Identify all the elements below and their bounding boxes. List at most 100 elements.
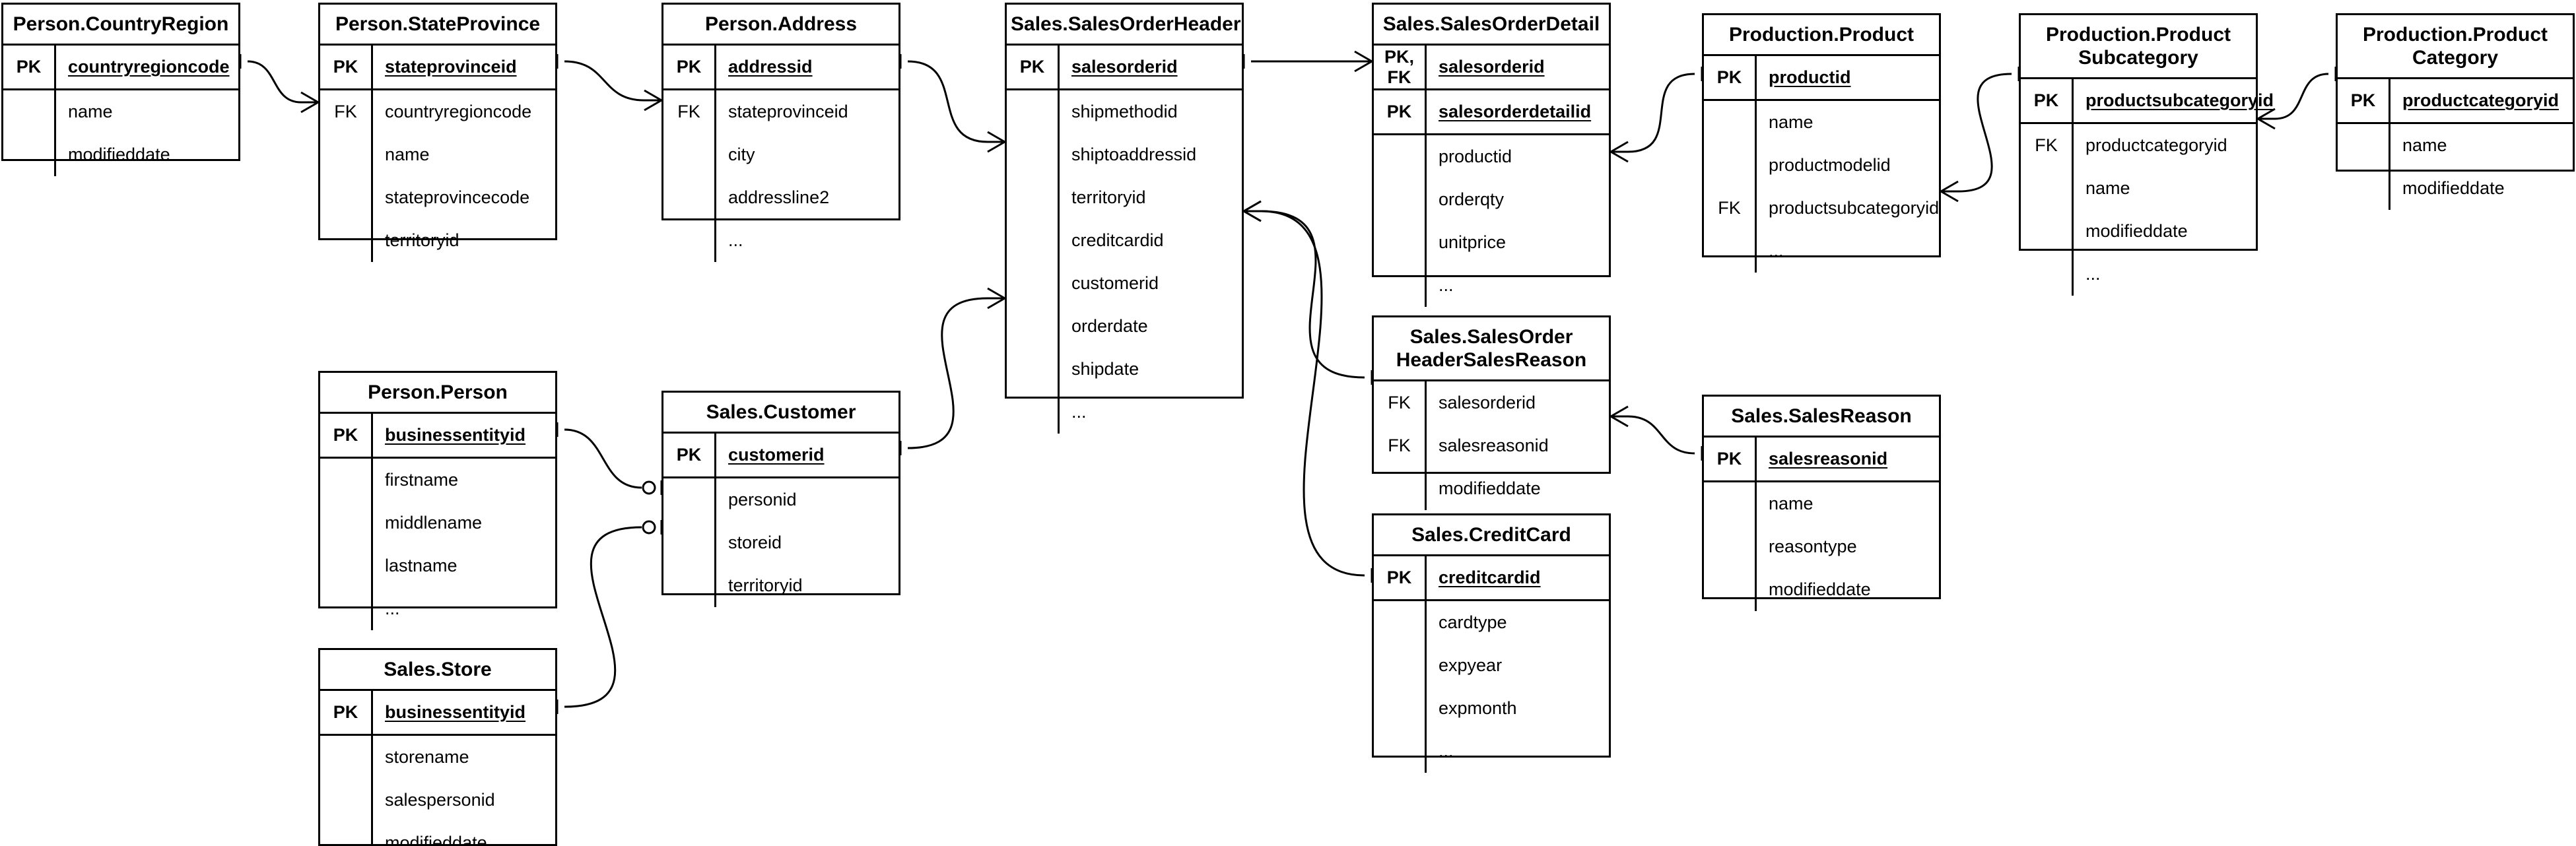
relationship-store-customer[interactable] (556, 520, 663, 714)
relationship-product-productsubcategory[interactable] (1940, 67, 2020, 203)
attribute-row[interactable]: name (1704, 101, 1939, 145)
attribute-row[interactable]: modifieddate (320, 822, 555, 846)
attribute-row[interactable]: addressline2 (663, 176, 898, 220)
attribute-row[interactable]: expyear (1374, 644, 1609, 688)
attribute-row[interactable]: reasontype (1704, 525, 1939, 569)
attribute-row[interactable]: stateprovincecode (320, 176, 555, 220)
attribute-row[interactable]: orderqty (1374, 178, 1609, 222)
attribute-row[interactable]: expmonth (1374, 687, 1609, 731)
attribute-row[interactable]: personid (663, 478, 898, 522)
attribute-row[interactable]: salespersonid (320, 779, 555, 822)
attribute-row[interactable]: name (320, 133, 555, 177)
attribute-name: businessentityid (385, 702, 526, 723)
attribute-row[interactable]: lastname (320, 544, 555, 588)
attribute-row[interactable]: name (3, 90, 238, 134)
attribute-row[interactable]: name (1704, 482, 1939, 526)
attribute-row[interactable]: territoryid (320, 219, 555, 263)
attribute-row[interactable]: unitprice (1374, 221, 1609, 265)
attribute-row[interactable]: productid (1374, 135, 1609, 179)
attribute-row[interactable]: territoryid (1007, 176, 1242, 220)
attribute-row[interactable]: productmodelid (1704, 144, 1939, 187)
attribute-row[interactable]: ... (663, 219, 898, 263)
attribute-row[interactable]: ... (1704, 230, 1939, 273)
relationship-salesorderheader-salesorderheadersalesreason[interactable] (1243, 200, 1373, 385)
relationship-person-customer[interactable] (556, 422, 663, 495)
relationship-customer-salesorderheader[interactable] (899, 287, 1005, 455)
relationship-address-salesorderheader[interactable] (899, 54, 1005, 153)
attribute-row[interactable]: name (2021, 167, 2256, 211)
attribute-row[interactable]: middlename (320, 502, 555, 545)
attribute-row[interactable]: ... (1374, 264, 1609, 308)
attribute-row[interactable]: orderdate (1007, 305, 1242, 348)
attribute-row[interactable]: ... (1374, 730, 1609, 773)
attribute-row[interactable]: storeid (663, 521, 898, 565)
relationship-salesorderheader-salesorderdetail[interactable] (1242, 50, 1373, 73)
attribute-row[interactable]: shiptoaddressid (1007, 133, 1242, 177)
attribute-row[interactable]: ... (2021, 253, 2256, 296)
attribute-row[interactable]: shipdate (1007, 348, 1242, 391)
cardinality-many (1243, 200, 1262, 222)
entity-title: Sales.SalesOrderDetail (1374, 5, 1609, 46)
key-marker-empty (1007, 348, 1060, 391)
attribute-row[interactable]: modifieddate (1704, 568, 1939, 612)
relationship-salesorderheader-creditcard[interactable] (1243, 200, 1373, 583)
relationship-salesorderheadersalesreason-salesreason[interactable] (1610, 405, 1703, 461)
attribute-row[interactable]: modifieddate (2021, 210, 2256, 253)
cardinality-many (644, 89, 662, 112)
attribute-row[interactable]: modifieddate (2338, 167, 2573, 211)
attribute-row[interactable]: shipmethodid (1007, 90, 1242, 134)
attribute-name: productsubcategoryid (1769, 198, 1940, 218)
attribute-row[interactable]: cardtype (1374, 601, 1609, 645)
attribute-row[interactable]: modifieddate (1374, 467, 1609, 511)
attribute-row[interactable]: territoryid (663, 564, 898, 608)
attribute-row[interactable]: city (663, 133, 898, 177)
attribute-row[interactable]: customerid (1007, 262, 1242, 306)
attribute-row[interactable]: modifieddate (3, 133, 238, 177)
attribute-row[interactable]: creditcardid (1007, 219, 1242, 263)
attribute-row[interactable]: storename (320, 736, 555, 779)
attribute-row[interactable]: firstname (320, 459, 555, 502)
attribute-row[interactable]: name (2338, 124, 2573, 168)
attribute-row[interactable]: ... (320, 587, 555, 631)
relationship-stateprovince-address[interactable] (556, 54, 662, 112)
relationship-salesorderdetail-product[interactable] (1610, 67, 1703, 163)
relationship-countryregion-stateprovince[interactable] (239, 54, 319, 114)
attribute-row[interactable]: ... (1007, 391, 1242, 434)
